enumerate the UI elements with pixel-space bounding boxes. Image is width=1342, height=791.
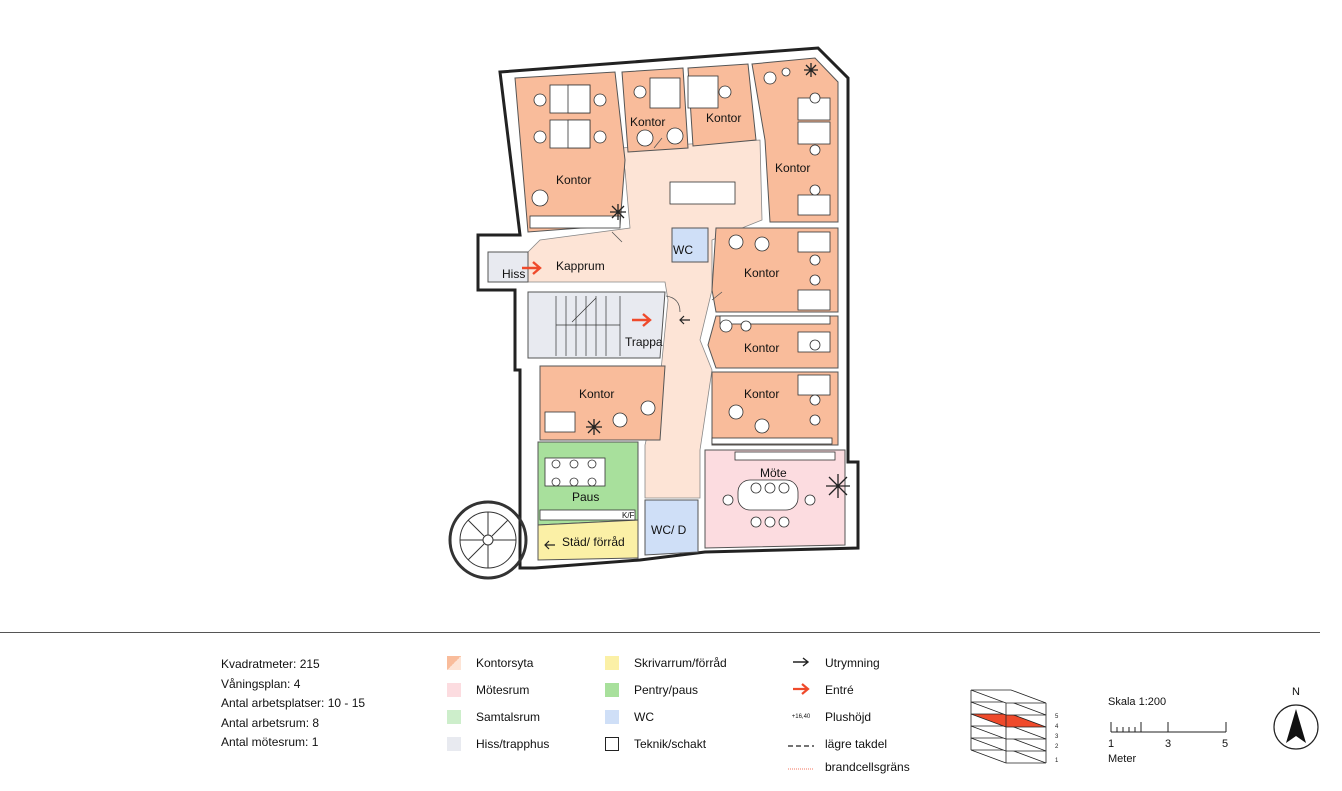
stat-meetingrooms: Antal mötesrum: 1 [221, 735, 319, 749]
spiral-stair [448, 500, 528, 580]
teknik-swatch [605, 737, 619, 751]
stat-workrooms: Antal arbetsrum: 8 [221, 715, 320, 730]
legend-kontorsyta: Kontorsyta [447, 655, 533, 671]
legend-motesrum: Mötesrum [447, 682, 529, 698]
room-hiss [487, 251, 529, 283]
evacuation-arrows [544, 315, 690, 550]
legend-samtalsrum: Samtalsrum [447, 709, 540, 725]
stat-workplaces: Antal arbetsplatser: 10 - 15 [221, 696, 366, 710]
legend-pentry: Pentry/paus [605, 682, 698, 698]
scale-bar [1110, 722, 1227, 733]
north-arrow-icon [1273, 704, 1319, 750]
label-mote: Möte [760, 466, 787, 480]
label-hiss: Hiss [502, 267, 525, 281]
entry-arrow-icon [785, 682, 817, 699]
floor-stack-diagram: 5 4 3 2 1 [970, 689, 1059, 764]
dashed-line-icon [785, 737, 817, 751]
label-kontor-w: Kontor [579, 387, 614, 401]
chairs [531, 67, 821, 528]
scale-title: Skala 1:200 [1108, 696, 1167, 708]
scale-tick-3: 3 [1165, 738, 1172, 750]
evacuation-arrow-icon [785, 656, 817, 671]
desk-furniture [529, 75, 836, 521]
floor-plan: Kontor Kontor Kontor Kontor Kontor Konto… [448, 46, 860, 580]
floor-stats: Kvadratmeter: 215 Våningsplan: 4 Antal a… [221, 655, 365, 753]
hiss-swatch [447, 737, 461, 751]
plants [586, 63, 850, 498]
stack-label-2: 2 [1055, 744, 1059, 750]
legend-lagre-takdel: lägre takdel [785, 736, 887, 752]
room-wc-upper [671, 227, 709, 263]
label-kontor-e1: Kontor [744, 266, 779, 280]
doors [611, 137, 723, 313]
legend-brandcellsgrans: brandcellsgräns [785, 759, 910, 775]
outer-walls [476, 46, 860, 570]
label-kontor-n1: Kontor [630, 115, 665, 129]
scale-tick-1: 1 [1108, 738, 1115, 750]
label-wc-d: WC/ D [651, 523, 687, 537]
legend-utrymning: Utrymning [785, 655, 880, 671]
legend-wc: WC [605, 709, 654, 725]
label-kontor-e3: Kontor [744, 387, 779, 401]
label-kontor-nw: Kontor [556, 173, 591, 187]
legend-divider [0, 632, 1320, 633]
fire-boundary-line-icon [785, 760, 817, 774]
legend-hiss-trapphus: Hiss/trapphus [447, 736, 549, 752]
label-kontor-n2: Kontor [706, 111, 741, 125]
legend-skrivarrum: Skrivarrum/förråd [605, 655, 727, 671]
scale-unit: Meter [1108, 753, 1137, 765]
stack-label-1: 1 [1055, 758, 1059, 764]
legend-teknik: Teknik/schakt [605, 736, 706, 752]
samtalsrum-swatch [447, 710, 461, 724]
wc-swatch [605, 710, 619, 724]
label-trappa: Trappa [625, 335, 663, 349]
label-kapprum: Kapprum [556, 259, 605, 273]
motesrum-swatch [447, 683, 461, 697]
stack-label-5: 5 [1055, 714, 1059, 720]
legend-entre: Entré [785, 682, 854, 698]
stack-label-4: 4 [1055, 724, 1059, 730]
label-paus: Paus [572, 490, 599, 504]
room-stad [537, 519, 639, 561]
stair-treads [555, 296, 621, 356]
kontorsyta-swatch [447, 656, 461, 670]
stat-area: Kvadratmeter: 215 [221, 657, 320, 671]
north-label: N [1292, 686, 1300, 698]
legend-plushojd: +16,40 Plushöjd [785, 709, 871, 725]
label-wc-upper: WC [673, 243, 693, 257]
label-stad: Städ/ förråd [562, 535, 625, 549]
label-kontor-e2: Kontor [744, 341, 779, 355]
plushojd-value: +16,40 [791, 714, 811, 720]
scale-tick-5: 5 [1222, 738, 1229, 750]
stat-floor: Våningsplan: 4 [221, 676, 301, 691]
skrivarrum-swatch [605, 656, 619, 670]
pentry-swatch [605, 683, 619, 697]
entre-arrows [522, 261, 652, 327]
label-kontor-ne: Kontor [775, 161, 810, 175]
scale-ticks: 1 3 5 [1108, 738, 1238, 752]
label-kf: K/F [622, 511, 635, 520]
highlighted-floor [970, 713, 1047, 728]
room-wc-d [644, 499, 699, 556]
stack-label-3: 3 [1055, 734, 1059, 740]
